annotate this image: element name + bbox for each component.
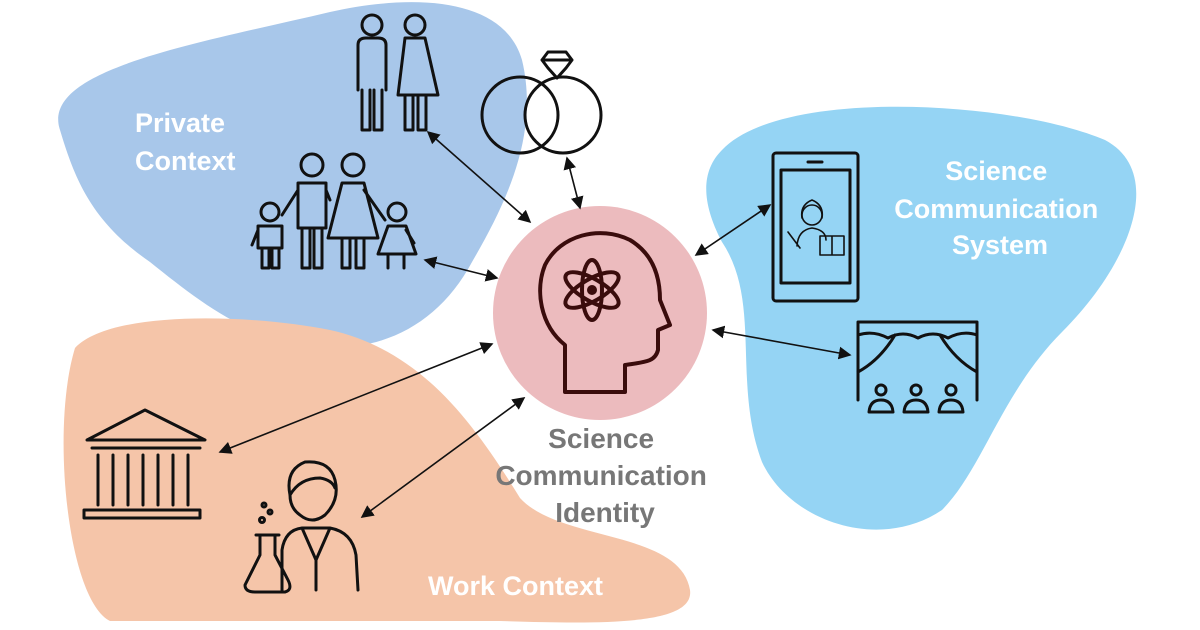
smartphone-video-icon <box>771 151 860 303</box>
science-communication-system-label: Science Communication System <box>894 156 1106 260</box>
institution-building-icon <box>82 408 207 520</box>
arrow-rings <box>563 156 584 210</box>
relationship-arrows <box>218 130 852 518</box>
scientist-icon <box>243 460 360 594</box>
theater-stage-audience-icon <box>856 320 979 414</box>
science-communication-identity-label: Science Communication Identity <box>495 423 714 528</box>
arrow-family <box>423 256 499 282</box>
couple-icon <box>356 13 440 132</box>
private-context-region <box>58 2 527 348</box>
work-context-label: Work Context <box>428 571 603 601</box>
private-context-label: Private Context <box>135 108 236 176</box>
arrow-couple <box>426 130 532 224</box>
arrow-scientist <box>360 397 526 518</box>
arrow-phone <box>694 204 772 256</box>
arrow-stage <box>711 325 852 360</box>
arrow-institution <box>218 342 494 454</box>
head-with-atom-icon <box>538 231 672 394</box>
family-icon <box>250 152 418 270</box>
science-communication-system-region <box>706 106 1137 530</box>
